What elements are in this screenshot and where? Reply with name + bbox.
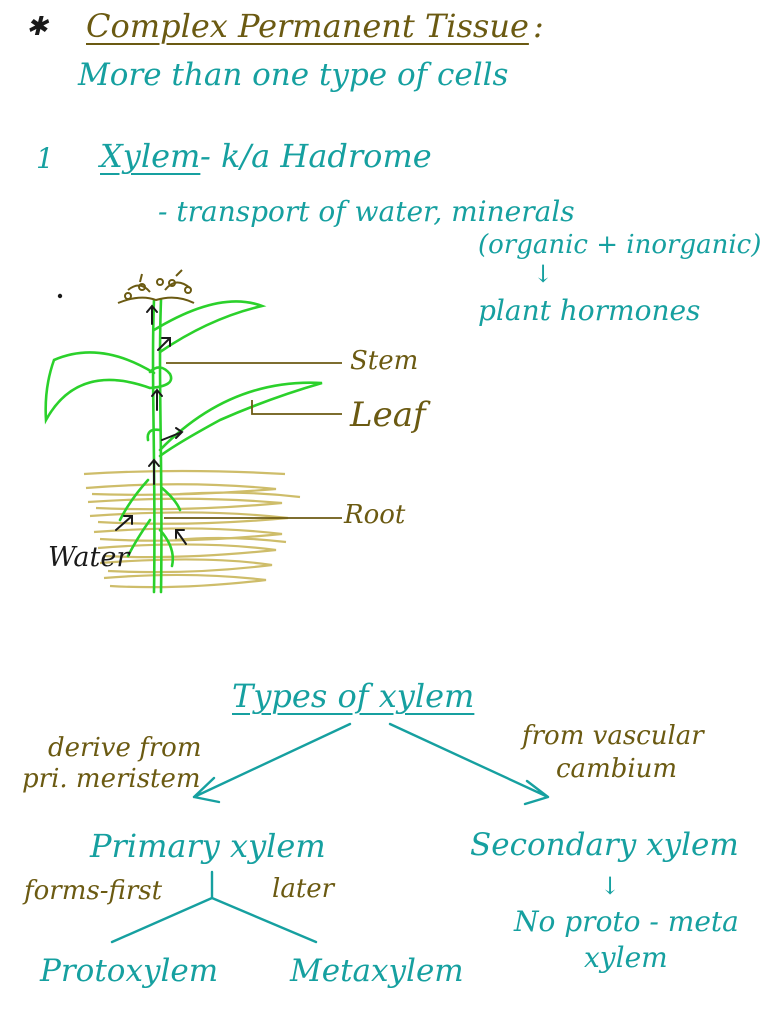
types-title: Types of xylem [232,677,475,715]
primary-origin-line1: derive from [48,733,202,763]
leaf-label: Leaf [350,395,426,435]
plant [44,298,323,594]
metaxylem: Metaxylem [290,953,464,989]
down-arrow-icon: ↓ [533,260,554,288]
xylem-aka: - k/a Hadrome [200,137,432,175]
minerals-note: (organic + inorganic) [478,230,762,260]
title-colon: : [533,7,544,45]
later-note: later [272,874,335,904]
secondary-xylem: Secondary xylem [470,827,739,863]
xylem-heading: Xylem [100,137,201,175]
flow-arrows [115,304,187,545]
xylem-function: - transport of water, minerals [158,195,575,228]
secondary-down-arrow-icon: ↓ [600,872,621,900]
primary-xylem: Primary xylem [90,827,326,865]
subtitle: More than one type of cells [78,57,509,93]
root-label: Root [344,500,406,530]
protoxylem: Protoxylem [40,953,219,989]
secondary-origin-line1: from vascular [522,721,704,751]
flower-cluster [117,269,195,304]
stem-label: Stem [350,346,419,376]
label-lines [164,362,342,519]
no-proto-meta-line2: xylem [584,941,668,974]
forms-first-note: forms-first [24,876,163,906]
secondary-origin-line2: cambium [556,754,678,784]
no-proto-meta-line1: No proto - meta [514,905,739,938]
plant-hormones: plant hormones [478,294,701,327]
primary-origin-line2: pri. meristem [22,764,201,794]
page-title: Complex Permanent Tissue [86,7,529,45]
star-icon: ✱ [26,12,48,42]
section-number: 1 [36,142,54,175]
water-label: Water [48,542,130,573]
